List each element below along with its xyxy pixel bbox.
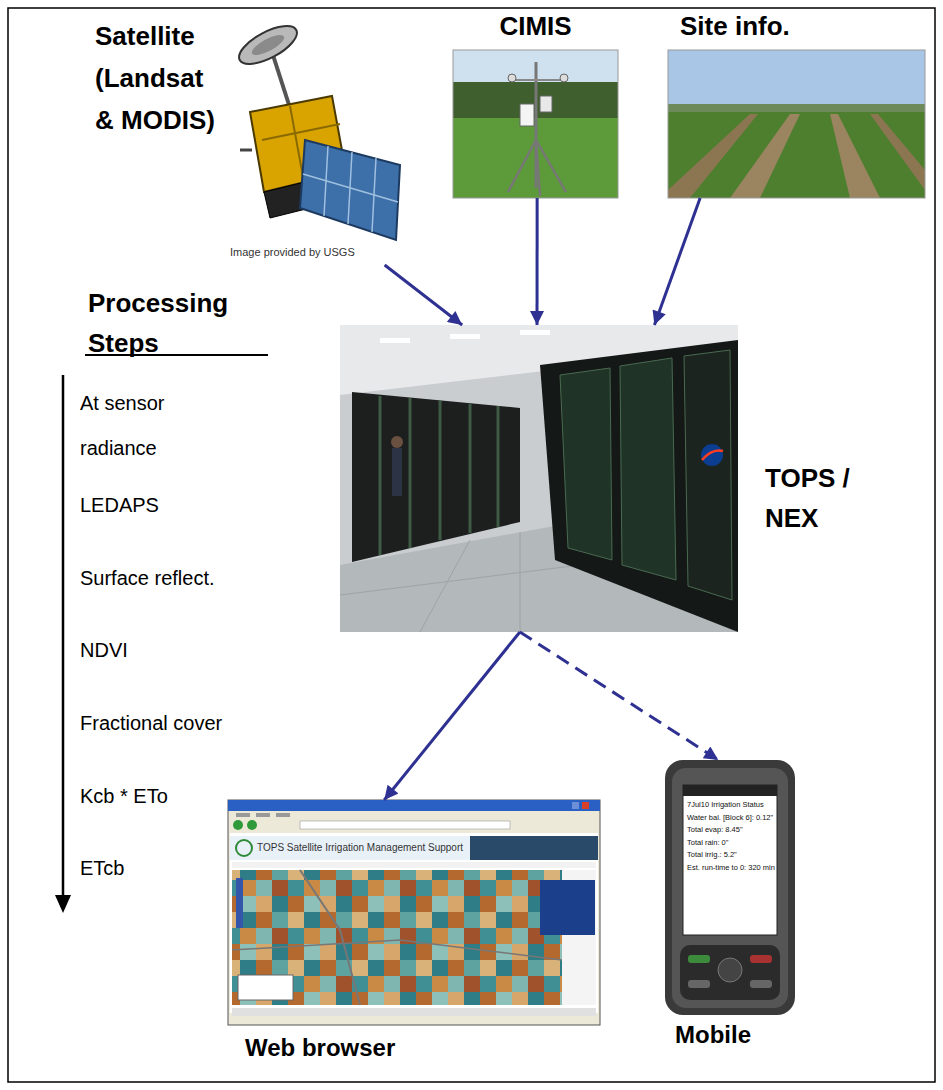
browser-screenshot bbox=[228, 800, 600, 1025]
section-heading: Processing Steps bbox=[88, 283, 268, 363]
flow-arrow bbox=[520, 632, 718, 760]
image-credit: Image provided by USGS bbox=[230, 246, 355, 258]
phone-text: Water bal. [Block 6]: 0.12" bbox=[687, 813, 775, 823]
crop-field-photo bbox=[668, 50, 925, 198]
output-label: Mobile bbox=[675, 1020, 751, 1050]
phone-text: Total rain: 0" bbox=[687, 838, 775, 848]
step-label: Fractional cover bbox=[80, 710, 222, 736]
flow-arrow bbox=[384, 632, 520, 800]
step-label: Surface reflect. bbox=[80, 565, 215, 591]
step-label: LEDAPS bbox=[80, 492, 159, 518]
step-label: NDVI bbox=[80, 637, 128, 663]
phone-text: Total irrig.: 5.2" bbox=[687, 850, 775, 860]
image-heading: CIMIS bbox=[453, 10, 618, 42]
phone-text: Est. run-time to 0: 320 min bbox=[687, 863, 775, 873]
step-label: At sensor radiance bbox=[80, 381, 190, 471]
phone-text: Total evap: 8.45" bbox=[687, 825, 775, 835]
flow-arrow bbox=[536, 198, 539, 325]
flow-arrow bbox=[654, 198, 700, 325]
weather-station-photo bbox=[453, 50, 618, 198]
phone-text: 7Jul10 Irrigation Status bbox=[687, 800, 775, 810]
satellite-node: Satellite (Landsat & MODIS)Image provide… bbox=[220, 10, 405, 265]
image-heading: Site info. bbox=[680, 10, 790, 42]
satellite-picture bbox=[234, 18, 400, 240]
browser-node: Web browser bbox=[228, 800, 600, 1025]
step-label: Kcb * ETo bbox=[80, 783, 168, 809]
supercomputer-node: TOPS / NEX bbox=[340, 325, 738, 632]
image-heading: Satellite (Landsat & MODIS) bbox=[95, 15, 223, 141]
field-node: Site info. bbox=[668, 50, 925, 198]
mobile-node: Mobile bbox=[665, 760, 795, 1015]
supercomputer-photo bbox=[340, 325, 738, 632]
screen-title: TOPS Satellite Irrigation Management Sup… bbox=[257, 842, 463, 854]
step-label: ETcb bbox=[80, 855, 124, 881]
phone-picture bbox=[665, 760, 795, 1015]
station-node: CIMIS bbox=[453, 50, 618, 198]
process-arrow bbox=[55, 375, 71, 913]
system-label: TOPS / NEX bbox=[765, 458, 865, 538]
flow-arrow bbox=[385, 265, 463, 325]
output-label: Web browser bbox=[245, 1033, 395, 1063]
